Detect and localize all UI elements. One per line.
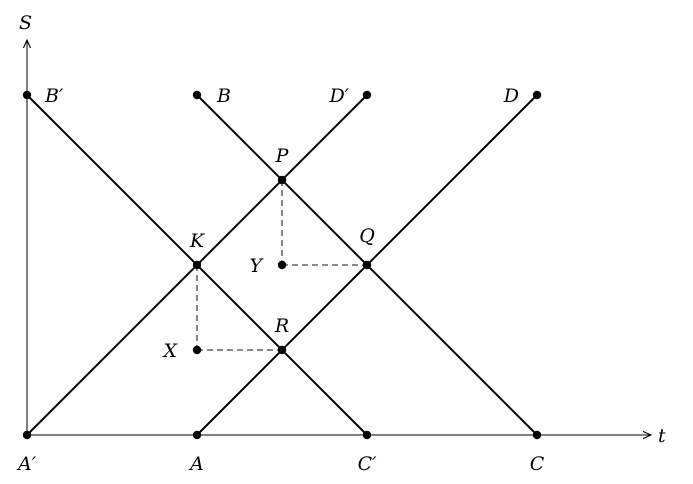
point-A [192, 430, 202, 440]
point-labels: A′ A C′ C B′ B D′ D P K Q R X Y [16, 85, 545, 475]
point-label-C: C [530, 453, 545, 475]
point-label-A_prime: A′ [16, 453, 37, 475]
points [22, 90, 542, 440]
point-B_prime [22, 90, 32, 100]
point-label-K: K [189, 230, 206, 252]
point-label-D: D [503, 85, 519, 107]
s-axis-label: S [19, 12, 32, 34]
point-label-A: A [188, 453, 204, 475]
point-B [192, 90, 202, 100]
point-label-X: X [161, 340, 178, 362]
point-R [277, 345, 287, 355]
point-label-B: B [216, 85, 231, 107]
point-A_prime [22, 430, 32, 440]
point-D [532, 90, 542, 100]
point-label-P: P [275, 145, 290, 167]
point-label-Y: Y [249, 255, 264, 277]
point-K [192, 260, 202, 270]
point-label-B_prime: B′ [44, 85, 64, 107]
point-C [532, 430, 542, 440]
point-Q [362, 260, 372, 270]
point-P [277, 175, 287, 185]
point-label-R: R [274, 315, 289, 337]
dashed-lines [196, 180, 367, 351]
point-D_prime [362, 90, 372, 100]
point-label-Q: Q [359, 225, 375, 247]
point-X [192, 345, 202, 355]
point-label-C_prime: C′ [358, 453, 378, 475]
point-Y [277, 260, 287, 270]
point-label-D_prime: D′ [328, 85, 349, 107]
t-axis-label: t [658, 425, 666, 447]
point-C_prime [362, 430, 372, 440]
